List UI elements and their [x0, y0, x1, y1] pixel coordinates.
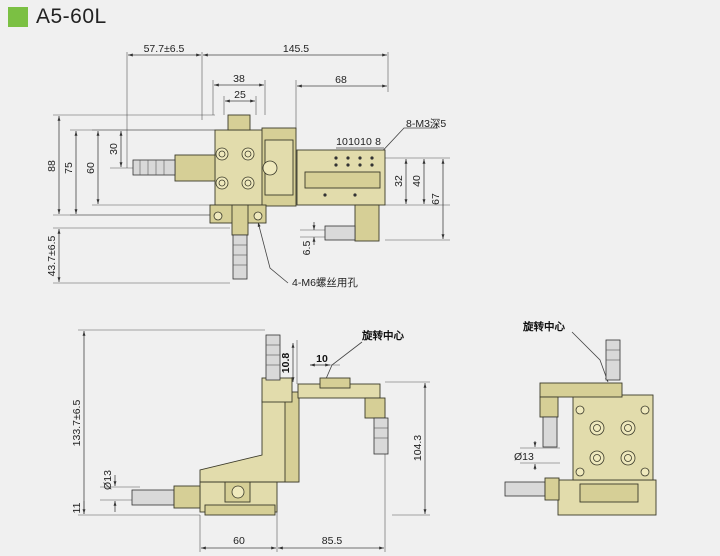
dim-145-5: 145.5: [283, 43, 309, 55]
micrometer-thimble-top: [373, 417, 389, 455]
micrometer-body-bottom: [231, 204, 249, 236]
top-rail-block: [319, 377, 351, 389]
dim-57-7: 57.7±6.5: [144, 43, 185, 55]
angle-bracket: [199, 399, 299, 483]
dim-85-5: 85.5: [322, 535, 343, 547]
micrometer-thimble-front: [131, 489, 175, 506]
top-rail-drive: [364, 397, 386, 419]
dim-d13-front: Ø13: [102, 470, 114, 490]
bracket-face: [284, 391, 300, 483]
dim-104-3: 104.3: [412, 435, 424, 461]
dim-75: 75: [63, 162, 75, 174]
vertical-stage: [261, 377, 293, 403]
micrometer-thimble-right: [324, 225, 356, 241]
dim-11: 11: [71, 502, 83, 513]
micrometer-thimble-side-left: [542, 416, 558, 448]
micrometer-thimble-vertical: [265, 334, 281, 381]
micrometer-thimble-bottom: [232, 234, 248, 280]
micrometer-thimble-left: [132, 159, 176, 176]
micrometer-body-front: [173, 485, 201, 509]
stage-tab: [227, 114, 251, 131]
front-view: 133.7±6.5 10.8 10 旋转中心 Ø13 11 104.3 60 8…: [71, 329, 430, 552]
rail-slot: [304, 171, 381, 189]
dim-10-8: 10.8: [280, 353, 292, 374]
clamp-knob: [262, 160, 278, 176]
dim-40: 40: [411, 175, 423, 187]
dim-43-7: 43.7±6.5: [46, 235, 58, 276]
dim-32: 32: [393, 175, 405, 187]
dim-10c: 10: [360, 136, 372, 148]
side-rail-drive: [539, 396, 559, 418]
callout-m3: 8-M3深5: [406, 118, 446, 130]
side-top-rail: [539, 382, 623, 398]
dim-133-7: 133.7±6.5: [71, 400, 83, 447]
micrometer-body-left: [174, 154, 216, 182]
dim-10-front: 10: [316, 353, 328, 365]
dim-25: 25: [234, 89, 246, 101]
dim-60: 60: [85, 162, 97, 174]
title-swatch: [8, 7, 28, 27]
dim-8: 8: [375, 136, 381, 148]
dim-38: 38: [233, 73, 245, 85]
dim-88: 88: [46, 160, 58, 172]
micrometer-body-side-bottom: [544, 477, 560, 501]
front-base-foot: [204, 504, 276, 516]
side-base-slot: [579, 483, 639, 503]
callout-m6: 4-M6螺丝用孔: [292, 276, 358, 289]
callout-rot-center-side: 旋转中心: [522, 320, 565, 333]
side-view: 旋转中心 Ø13: [504, 320, 657, 516]
dim-10a: 10: [336, 136, 348, 148]
rail-foot: [354, 204, 380, 242]
title-block: A5-60L: [8, 4, 107, 30]
page-title: A5-60L: [36, 5, 107, 28]
dim-60-front: 60: [233, 535, 245, 547]
side-stage-plate: [572, 394, 654, 481]
dim-6-5: 6.5: [301, 241, 313, 256]
dim-d13-side: Ø13: [514, 451, 534, 463]
dim-10b: 10: [348, 136, 360, 148]
dim-67: 67: [430, 193, 442, 205]
dim-30: 30: [108, 143, 120, 155]
dim-68: 68: [335, 74, 347, 86]
xy-upper-stage: [214, 129, 266, 206]
callout-rot-center-front: 旋转中心: [361, 329, 404, 342]
micrometer-thimble-side-bottom: [504, 481, 546, 497]
top-view: 57.7±6.5 145.5 38 25 68 10 10 10 8 8-M3深…: [46, 43, 450, 289]
